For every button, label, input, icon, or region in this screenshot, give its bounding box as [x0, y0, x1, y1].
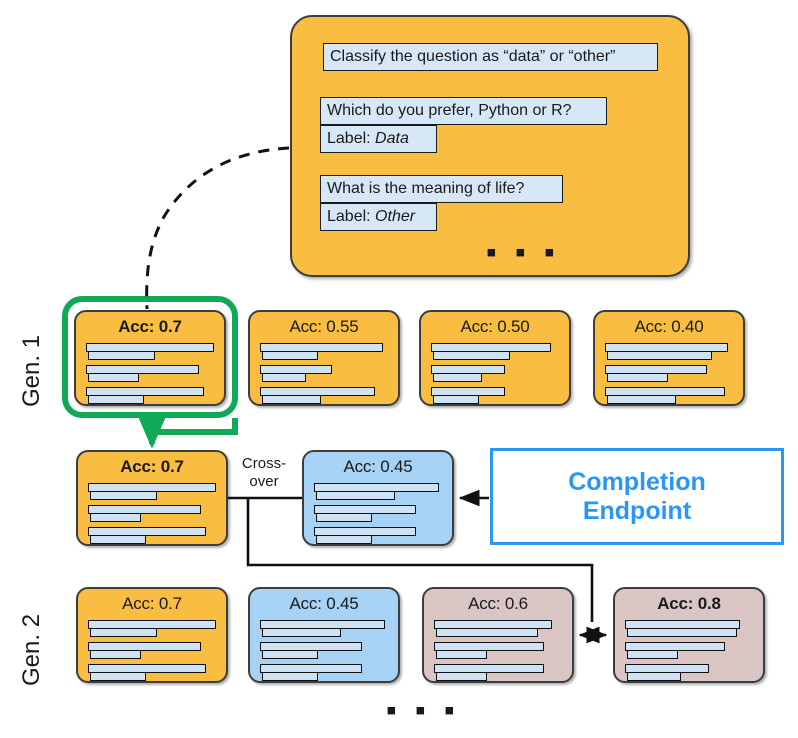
prompt-example-1-label-value: Data [375, 130, 409, 147]
gen1-card-2-accuracy: Acc: 0.55 [289, 317, 359, 336]
generation-1-label: Gen. 1 [18, 334, 45, 407]
prompt-example-2-label-value: Other [375, 208, 416, 225]
gen2-card-3-accuracy: Acc: 0.6 [468, 594, 528, 613]
prompt-ellipsis: ▪ ▪ ▪ [486, 236, 560, 269]
gen1-card-1-accuracy: Acc: 0.7 [118, 317, 182, 336]
crossover-parent-card[interactable]: Acc: 0.7 [76, 450, 228, 546]
completion-endpoint-line1: Completion [568, 467, 706, 496]
crossover-label: Cross- over [231, 455, 297, 491]
prompt-example-1-question: Which do you prefer, Python or R? [320, 97, 607, 125]
crossover-label-line1: Cross- [241, 455, 287, 472]
gen1-card-1-bars [86, 343, 214, 404]
crossover-child-bars [314, 483, 442, 544]
generation-2-ellipsis: ▪ ▪ ▪ [386, 694, 460, 727]
gen2-card-2-accuracy: Acc: 0.45 [289, 594, 359, 613]
gen1-card-1[interactable]: Acc: 0.7 [74, 310, 226, 406]
gen1-card-2[interactable]: Acc: 0.55 [248, 310, 400, 406]
completion-endpoint-box[interactable]: Completion Endpoint [490, 448, 784, 545]
crossover-label-line2: over [249, 473, 279, 490]
gen2-card-1[interactable]: Acc: 0.7 [76, 587, 228, 683]
completion-endpoint-text: Completion Endpoint [568, 468, 706, 526]
crossover-parent-bars [88, 483, 216, 544]
crossover-parent-accuracy: Acc: 0.7 [120, 457, 184, 476]
gen2-card-1-bars [88, 620, 216, 681]
selection-to-parent-arrow [136, 412, 238, 449]
gen2-card-3[interactable]: Acc: 0.6 [422, 587, 574, 683]
gen1-card-3-bars [431, 343, 559, 404]
prompt-example-2-label-prefix: Label: [327, 208, 376, 225]
gen2-card-2[interactable]: Acc: 0.45 [248, 587, 400, 683]
prompt-example-1-label-prefix: Label: [327, 130, 376, 147]
crossover-child-card[interactable]: Acc: 0.45 [302, 450, 454, 546]
prompt-to-candidate-dashed-link [145, 146, 290, 310]
prompt-example-2-label: Label: Other [320, 203, 437, 231]
gen2-card-4-accuracy: Acc: 0.8 [657, 594, 721, 613]
gen2-card-4-bars [625, 620, 753, 681]
gen2-card-4[interactable]: Acc: 0.8 [613, 587, 765, 683]
gen1-card-3[interactable]: Acc: 0.50 [419, 310, 571, 406]
gen2-card-2-bars [260, 620, 388, 681]
prompt-instruction: Classify the question as “data” or “othe… [323, 43, 658, 71]
gen1-card-4-accuracy: Acc: 0.40 [634, 317, 704, 336]
gen2-card-3-bars [434, 620, 562, 681]
completion-endpoint-line2: Endpoint [582, 496, 692, 525]
prompt-example-1-label: Label: Data [320, 125, 437, 153]
gen1-card-4-bars [605, 343, 733, 404]
gen2-card-1-accuracy: Acc: 0.7 [122, 594, 182, 613]
prompt-template-box: Classify the question as “data” or “othe… [290, 15, 690, 277]
gen1-card-3-accuracy: Acc: 0.50 [460, 317, 530, 336]
gen1-card-4[interactable]: Acc: 0.40 [593, 310, 745, 406]
generation-2-label: Gen. 2 [18, 613, 45, 686]
prompt-example-2-question: What is the meaning of life? [320, 175, 563, 203]
gen1-card-2-bars [260, 343, 388, 404]
crossover-child-accuracy: Acc: 0.45 [343, 457, 413, 476]
